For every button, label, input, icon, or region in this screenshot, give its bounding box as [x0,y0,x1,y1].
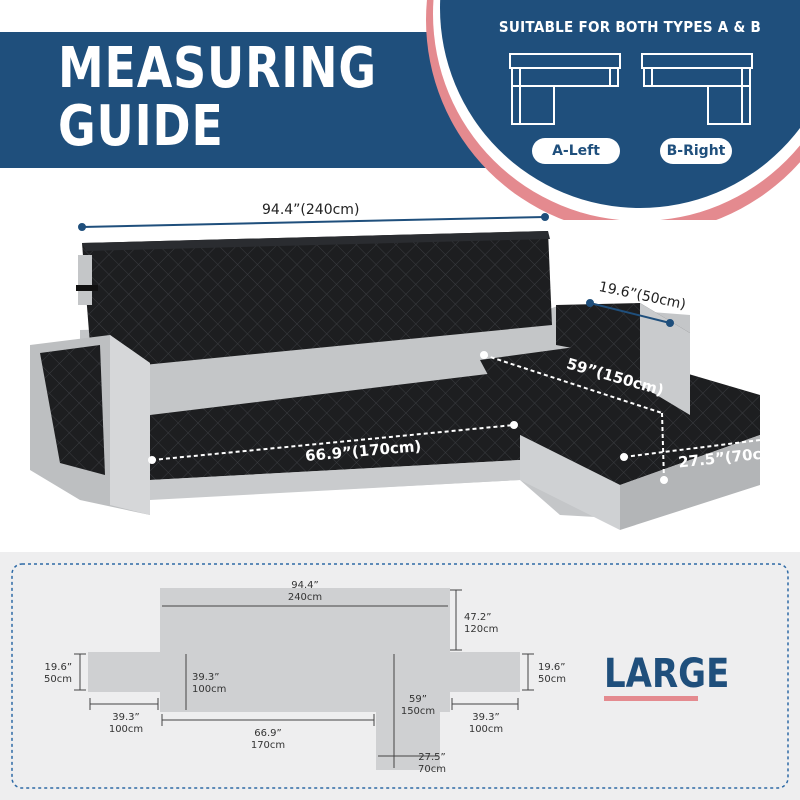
seat-dimension-line [151,424,515,461]
size-label: LARGE [604,651,730,697]
layout-arm-right-width: 39.3”100cm [468,712,504,735]
sofa-illustration [30,213,761,530]
type-a-label: A-Left [532,138,620,164]
types-heading: SUITABLE FOR BOTH TYPES A & B [498,18,762,36]
arm-dimension-line [586,299,674,327]
right-arm [556,303,690,415]
layout-seat-depth: 39.3”100cm [192,672,227,695]
chaise-dimension-ends [480,351,668,484]
title-line-2: GUIDE [58,94,224,159]
layout-top-width: 94.4”240cm [287,580,323,603]
seat-dimension-ends [148,421,518,464]
layout-arm-right-height: 19.6”50cm [538,662,566,685]
layout-diagram [11,563,789,789]
left-arm [30,335,150,515]
layout-arm-left-width: 39.3”100cm [108,712,144,735]
sofa-type-a-icon [509,53,621,125]
layout-arm-left-height: 19.6”50cm [44,662,72,685]
seat-cover [150,370,520,500]
layout-chaise-width: 27.5”70cm [418,752,446,775]
chaise-dimension-lines [483,354,761,481]
title-line-1: MEASURING [58,36,377,101]
layout-seat-width: 66.9”170cm [250,728,286,751]
layout-chaise-length: 59”150cm [400,694,436,717]
size-underline [604,696,698,701]
page-title: MEASURING GUIDE [58,40,377,156]
top-dimension-line [78,213,549,231]
back-cover [76,231,552,370]
sofa-type-b-icon [641,53,753,125]
back-width-label: 94.4”(240cm) [262,202,360,218]
layout-back-height: 47.2”120cm [464,612,499,635]
type-b-label: B-Right [660,138,732,164]
layout-panel [0,552,800,800]
